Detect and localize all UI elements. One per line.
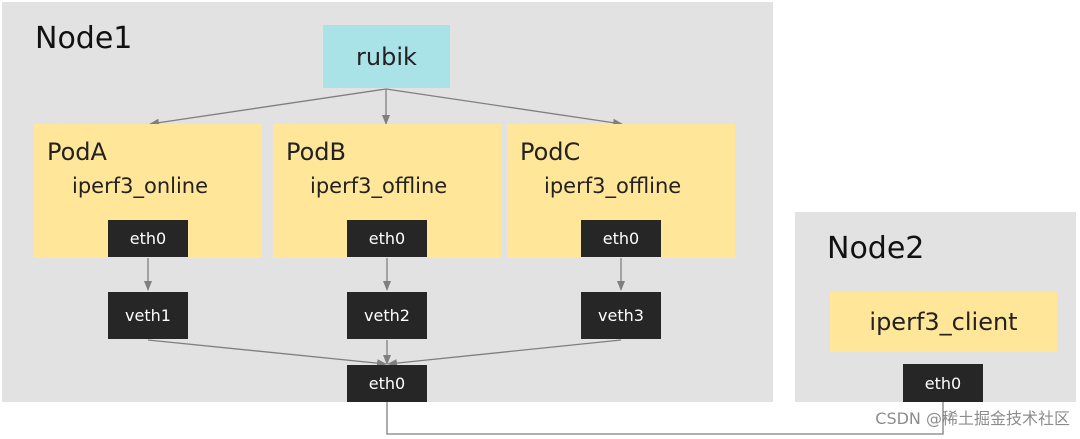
arrow-veth3-eth (387, 339, 622, 368)
rubik-box: rubik (323, 25, 450, 88)
pod-b-eth0: eth0 (347, 220, 427, 257)
node1-eth0: eth0 (347, 365, 427, 402)
pod-c-app: iperf3_offline (544, 174, 682, 198)
pod-a-title: PodA (47, 138, 107, 166)
veth2-box: veth2 (347, 292, 427, 339)
node2-title: Node2 (827, 231, 925, 266)
pod-c-title: PodC (520, 138, 581, 166)
node2-eth0: eth0 (903, 364, 983, 402)
iperf3-client-box: iperf3_client (830, 292, 1057, 352)
cable-node1-node2 (386, 402, 944, 435)
arrow-veth1-eth (147, 339, 387, 368)
pod-a: PodA iperf3_online (34, 124, 262, 258)
arrow-rubik-podc (385, 88, 623, 127)
node1-title: Node1 (35, 21, 133, 56)
veth1-box: veth1 (108, 292, 188, 339)
pod-a-app: iperf3_online (72, 174, 209, 198)
veth3-box: veth3 (581, 292, 661, 339)
arrow-rubik-poda (149, 88, 387, 127)
pod-c-eth0: eth0 (581, 220, 661, 257)
pod-b-title: PodB (286, 138, 346, 166)
pod-b-app: iperf3_offline (310, 174, 448, 198)
watermark: CSDN @稀土掘金技术社区 (875, 409, 1070, 428)
pod-a-eth0: eth0 (108, 220, 188, 257)
